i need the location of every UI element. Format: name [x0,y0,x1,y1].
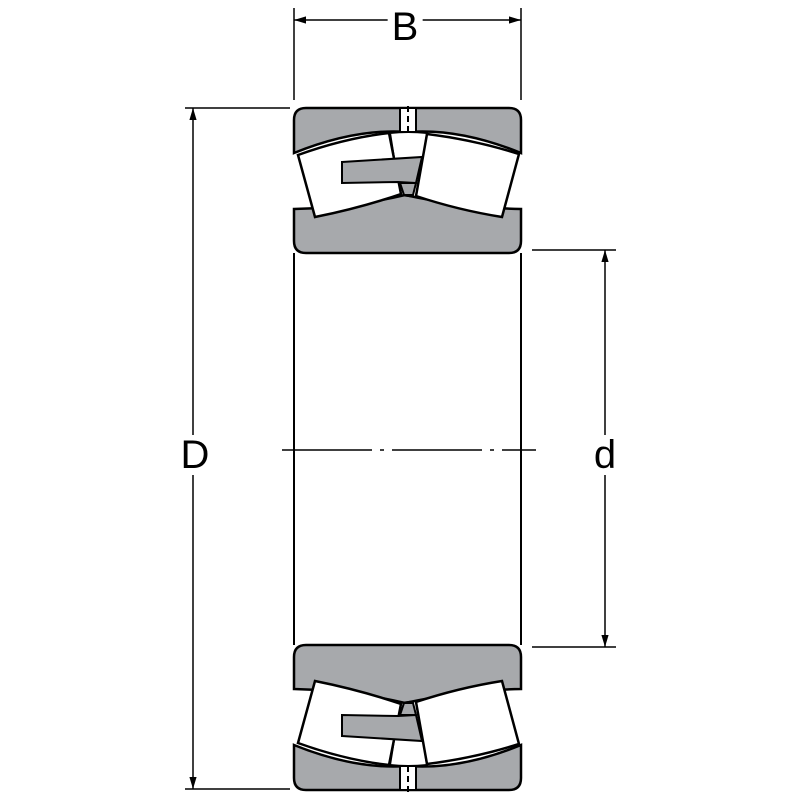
bore-diameter-label: d [589,435,621,475]
width-label: B [387,7,423,47]
outer-diameter-label: D [176,435,214,475]
